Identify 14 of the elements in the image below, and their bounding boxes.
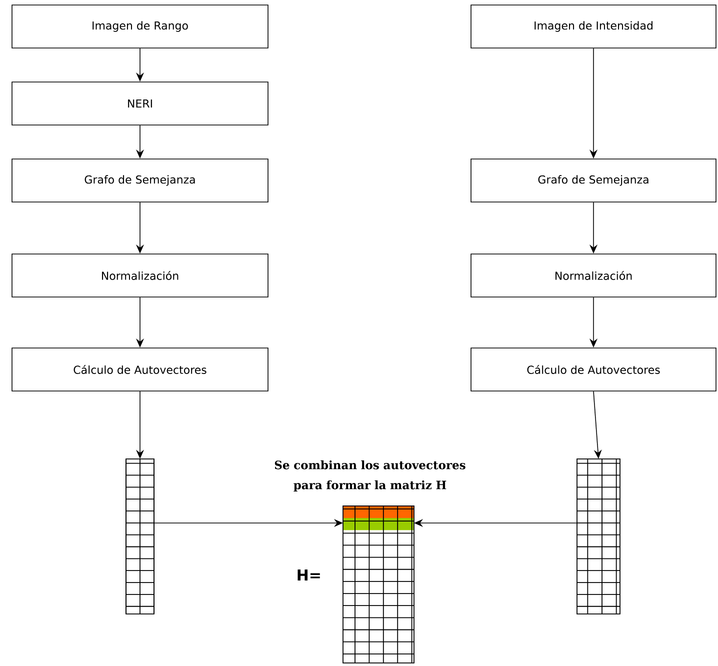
- process-box: Cálculo de Autovectores: [12, 348, 268, 392]
- process-box: Grafo de Semejanza: [12, 158, 268, 202]
- process-box: Imagen de Intensidad: [470, 4, 716, 48]
- process-box: NERI: [12, 82, 268, 126]
- matrix-grid: [576, 458, 620, 614]
- process-box: Cálculo de Autovectores: [470, 348, 716, 392]
- caption-text: Se combinan los autovectores para formar la matriz H: [274, 460, 466, 492]
- process-box: Grafo de Semejanza: [470, 158, 716, 202]
- process-box: Normalización: [470, 254, 716, 298]
- matrix-grid: [342, 506, 414, 664]
- process-box: Imagen de Rango: [12, 4, 268, 48]
- process-box: Normalización: [12, 254, 268, 298]
- matrix-label: H=: [298, 570, 320, 580]
- matrix-grid: [126, 458, 154, 614]
